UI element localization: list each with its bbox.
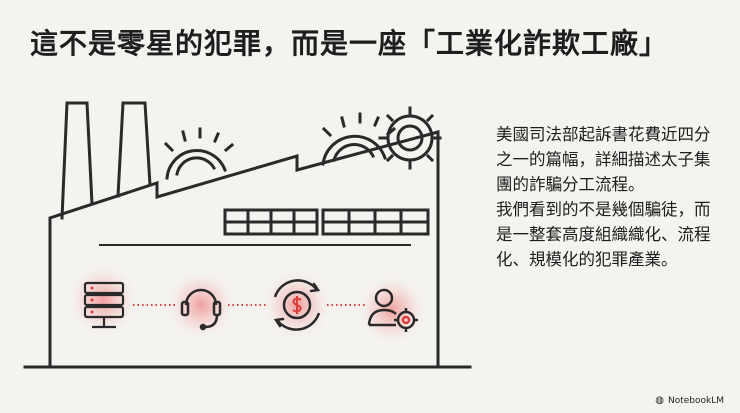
window-row-left bbox=[223, 208, 319, 236]
brand-watermark: ◍ NotebookLM bbox=[655, 395, 724, 406]
money-cycle-icon bbox=[273, 279, 321, 331]
gear-icon bbox=[163, 127, 235, 180]
brand-label: NotebookLM bbox=[667, 395, 724, 406]
paragraph-1: 美國司法部起訴書花費近四分之一的篇幅，詳細描述太子集團的詐騙分工流程。 bbox=[496, 125, 711, 194]
headset-icon bbox=[180, 288, 222, 331]
chimney-left bbox=[60, 101, 94, 220]
body-text: 美國司法部起訴書花費近四分之一的篇幅，詳細描述太子集團的詐騙分工流程。 我們看到… bbox=[496, 122, 718, 272]
page-title: 這不是零星的犯罪，而是一座「工業化詐欺工廠」 bbox=[30, 27, 669, 60]
chimney-right bbox=[116, 101, 152, 198]
user-target-icon bbox=[367, 288, 418, 332]
server-icon bbox=[83, 281, 125, 329]
paragraph-2: 我們看到的不是幾個騙徒，而是一整套高度組織織化、流程化、規模化的犯罪產業。 bbox=[496, 200, 711, 269]
window-row-right bbox=[321, 208, 430, 236]
notebooklm-logo-icon: ◍ bbox=[655, 395, 664, 406]
factory-roof bbox=[48, 130, 440, 369]
